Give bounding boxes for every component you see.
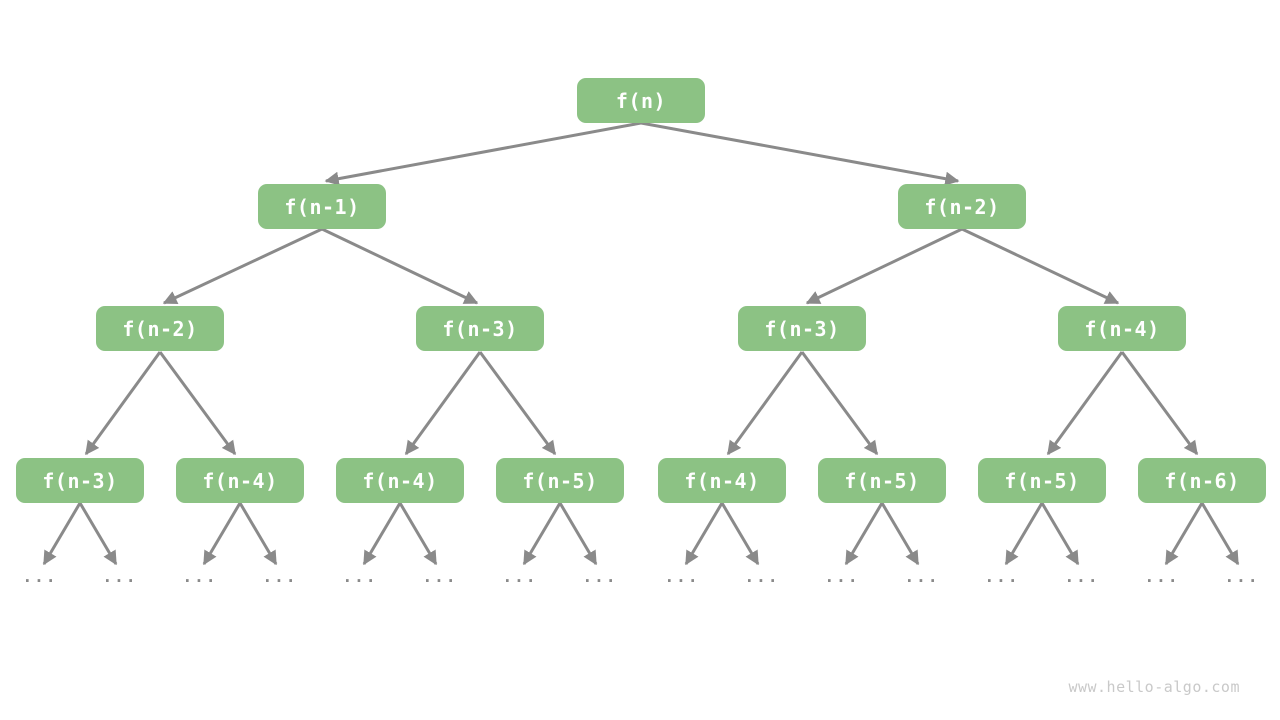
edge-arrow bbox=[321, 227, 479, 305]
tree-node: f(n-5) bbox=[818, 458, 946, 503]
ellipsis-leaf: ... bbox=[22, 567, 58, 586]
edge-arrow bbox=[684, 502, 724, 566]
ellipsis-leaf: ... bbox=[342, 567, 378, 586]
tree-node: f(n-3) bbox=[416, 306, 544, 351]
edge-arrow bbox=[961, 227, 1120, 305]
ellipsis-leaf: ... bbox=[984, 567, 1020, 586]
tree-node: f(n-4) bbox=[658, 458, 786, 503]
edge-arrow bbox=[720, 502, 760, 566]
edge-arrow bbox=[398, 502, 438, 566]
tree-node: f(n-6) bbox=[1138, 458, 1266, 503]
edge-arrow bbox=[404, 351, 482, 456]
tree-node: f(n-3) bbox=[738, 306, 866, 351]
tree-node-root: f(n) bbox=[577, 78, 705, 123]
edge-arrow bbox=[202, 502, 242, 566]
edge-arrow bbox=[1040, 502, 1080, 566]
ellipsis-leaf: ... bbox=[182, 567, 218, 586]
edge-arrow bbox=[880, 502, 920, 566]
tree-node: f(n-3) bbox=[16, 458, 144, 503]
ellipsis-leaf: ... bbox=[102, 567, 138, 586]
ellipsis-leaf: ... bbox=[582, 567, 618, 586]
edge-arrow bbox=[726, 351, 804, 456]
ellipsis-leaf: ... bbox=[744, 567, 780, 586]
ellipsis-leaf: ... bbox=[1224, 567, 1260, 586]
watermark: www.hello-algo.com bbox=[1068, 678, 1240, 696]
edge-arrow bbox=[158, 351, 237, 456]
edge-arrow bbox=[238, 502, 278, 566]
tree-node: f(n-4) bbox=[176, 458, 304, 503]
ellipsis-leaf: ... bbox=[824, 567, 860, 586]
ellipsis-leaf: ... bbox=[1064, 567, 1100, 586]
edge-arrow bbox=[1200, 502, 1240, 566]
tree-node: f(n-5) bbox=[978, 458, 1106, 503]
ellipsis-leaf: ... bbox=[904, 567, 940, 586]
edge-arrow bbox=[478, 351, 557, 456]
edge-arrow bbox=[1164, 502, 1204, 566]
edge-arrow bbox=[522, 502, 562, 566]
tree-node: f(n-2) bbox=[898, 184, 1026, 229]
edge-arrow bbox=[640, 121, 960, 186]
edge-arrow bbox=[844, 502, 884, 566]
edge-arrow bbox=[800, 351, 879, 456]
edge-arrow bbox=[362, 502, 402, 566]
edge-arrow bbox=[1046, 351, 1124, 456]
edge-arrow bbox=[324, 121, 642, 186]
edge-arrow bbox=[1004, 502, 1044, 566]
ellipsis-leaf: ... bbox=[1144, 567, 1180, 586]
ellipsis-leaf: ... bbox=[664, 567, 700, 586]
tree-node: f(n-4) bbox=[336, 458, 464, 503]
edge-arrow bbox=[558, 502, 598, 566]
edge-arrow bbox=[162, 227, 323, 305]
tree-node: f(n-2) bbox=[96, 306, 224, 351]
ellipsis-leaf: ... bbox=[422, 567, 458, 586]
edge-arrow bbox=[42, 502, 82, 566]
edge-arrow bbox=[1120, 351, 1199, 456]
edge-arrow bbox=[78, 502, 118, 566]
edge-arrow bbox=[84, 351, 162, 456]
ellipsis-leaf: ... bbox=[502, 567, 538, 586]
ellipsis-leaf: ... bbox=[262, 567, 298, 586]
tree-node: f(n-4) bbox=[1058, 306, 1186, 351]
edge-arrow bbox=[805, 227, 963, 305]
tree-node: f(n-1) bbox=[258, 184, 386, 229]
tree-node: f(n-5) bbox=[496, 458, 624, 503]
